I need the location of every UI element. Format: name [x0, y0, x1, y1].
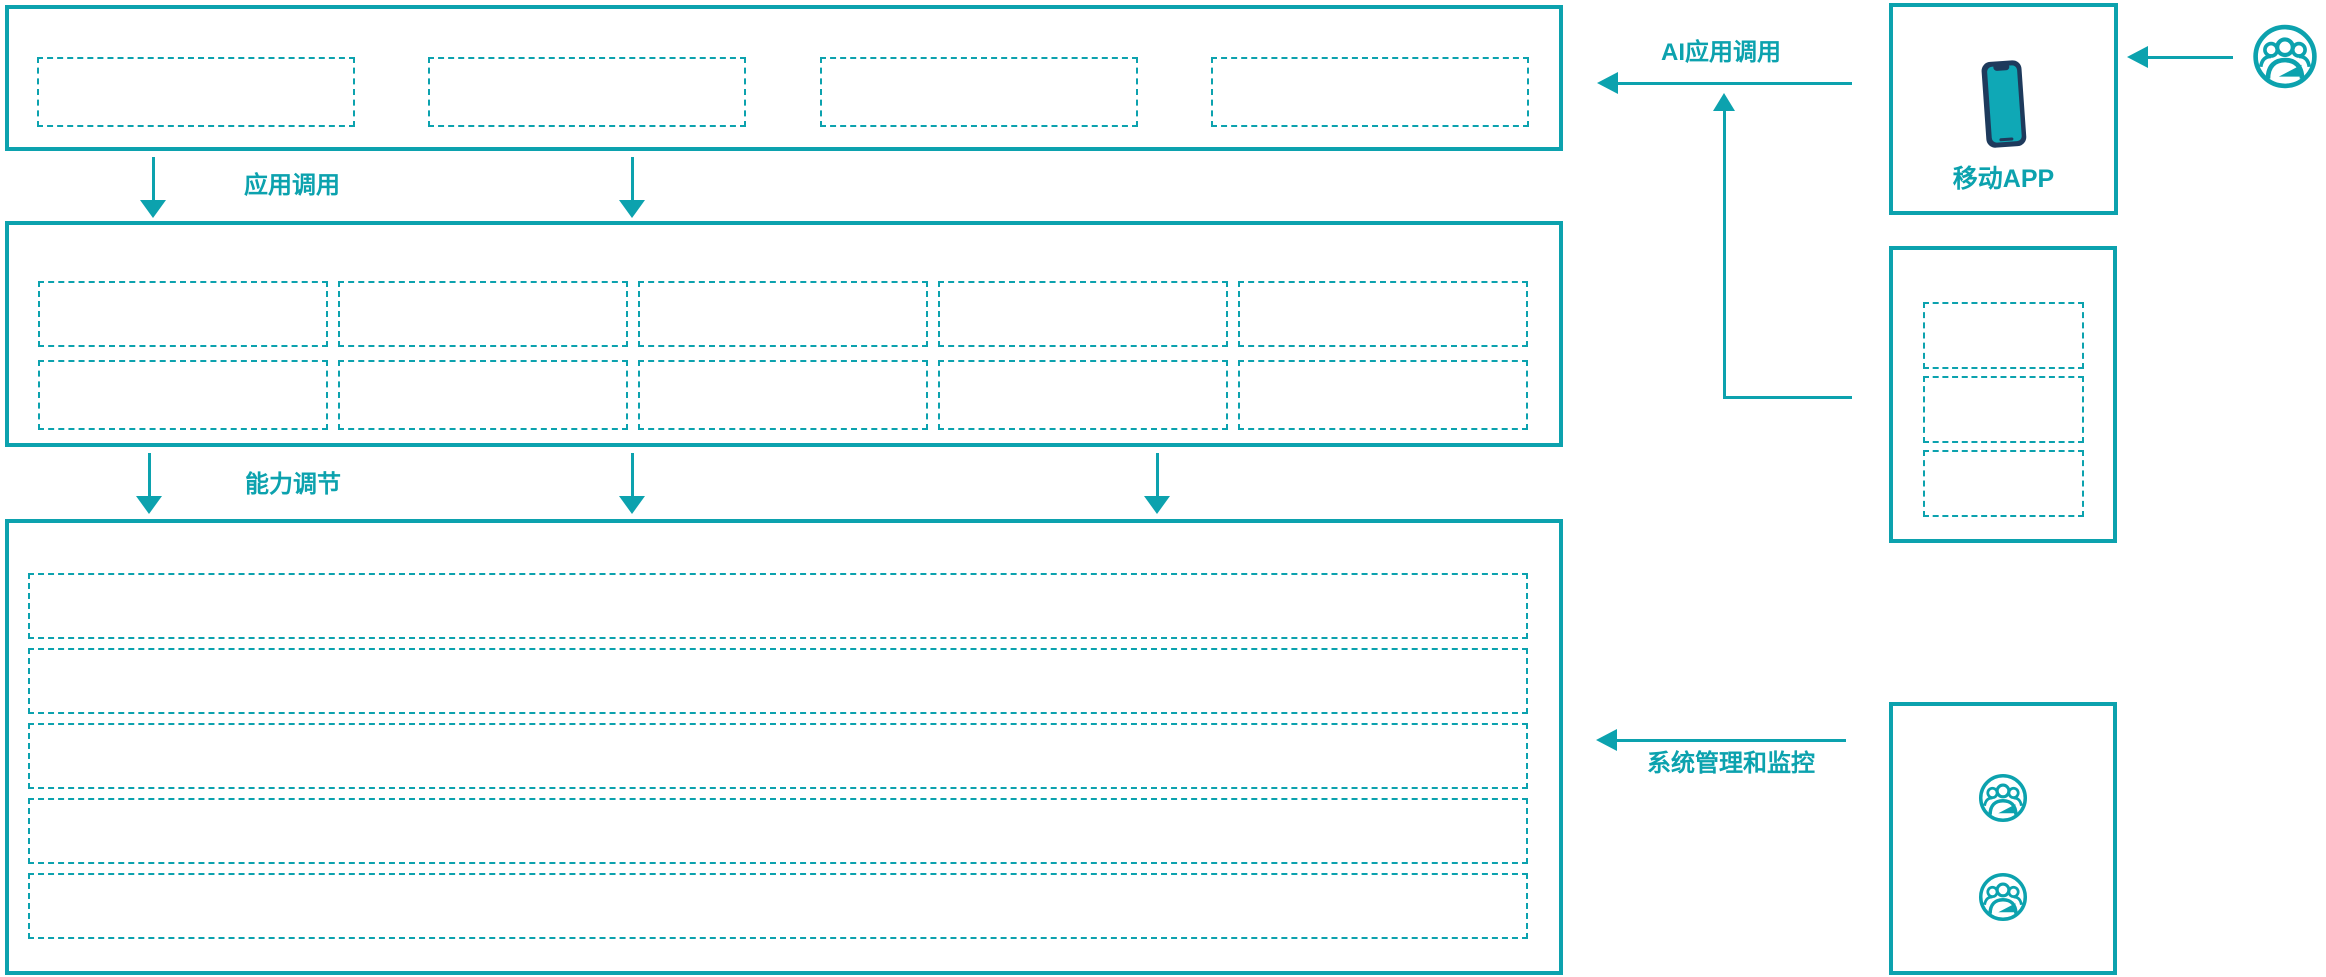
placeholder-box	[938, 281, 1228, 347]
ai-call-arrow-head	[1597, 72, 1618, 94]
placeholder-box	[819, 57, 1138, 127]
down-arrow-head	[619, 200, 645, 218]
user-arrow-shaft	[2147, 56, 2233, 59]
users-icon	[1978, 773, 2028, 823]
placeholder-box	[28, 873, 1528, 939]
device-panel-slots	[1893, 250, 2113, 517]
placeholder-box	[38, 360, 328, 430]
placeholder-box	[28, 798, 1528, 864]
capability-adjust-label: 能力调节	[245, 471, 341, 498]
placeholder-box	[1238, 360, 1528, 430]
smartphone-icon	[1981, 59, 2027, 151]
user-arrow-head	[2127, 46, 2148, 68]
app-call-label: 应用调用	[244, 172, 340, 199]
down-arrow-head	[140, 200, 166, 218]
sys-mgmt-arrow-head	[1596, 729, 1617, 751]
placeholder-box	[1923, 302, 2084, 369]
down-arrow-shaft	[148, 453, 151, 497]
admin-panel-icons	[1889, 702, 2117, 975]
down-arrow-head	[619, 496, 645, 514]
placeholder-box	[338, 360, 628, 430]
placeholder-box	[338, 281, 628, 347]
placeholder-box	[28, 573, 1528, 639]
placeholder-box	[428, 57, 747, 127]
placeholder-box	[1210, 57, 1529, 127]
placeholder-box	[1238, 281, 1528, 347]
placeholder-box	[638, 281, 928, 347]
mobile-app-label: 移动APP	[1952, 165, 2055, 193]
placeholder-box	[638, 360, 928, 430]
down-arrow-shaft	[152, 157, 155, 201]
placeholder-box	[28, 648, 1528, 714]
middle-layer-box	[5, 221, 1563, 447]
placeholder-box	[1923, 376, 2084, 443]
middle-layer-row	[38, 360, 1528, 430]
top-layer-slots	[9, 9, 1559, 127]
placeholder-box	[38, 281, 328, 347]
system-management-label: 系统管理和监控	[1647, 750, 1815, 777]
ai-app-call-label: AI应用调用	[1661, 39, 1781, 66]
device-connector-horizontal	[1723, 396, 1852, 399]
middle-layer-slots	[9, 225, 1559, 430]
down-arrow-shaft	[631, 453, 634, 497]
ai-call-arrow-shaft	[1616, 82, 1852, 85]
bottom-layer-box	[5, 519, 1563, 975]
sys-mgmt-arrow-shaft	[1615, 739, 1846, 742]
users-icon	[2252, 23, 2318, 90]
mobile-app-box: 移动APP	[1889, 3, 2118, 215]
placeholder-box	[28, 723, 1528, 789]
device-panel-box	[1889, 246, 2117, 543]
down-arrow-shaft	[1156, 453, 1159, 497]
placeholder-box	[938, 360, 1228, 430]
down-arrow-head	[1144, 496, 1170, 514]
up-arrow-head	[1713, 93, 1735, 111]
placeholder-box	[1923, 450, 2084, 517]
device-connector-vertical	[1723, 110, 1726, 399]
users-icon	[1978, 872, 2028, 922]
bottom-layer-slots	[9, 523, 1559, 939]
placeholder-box	[37, 57, 355, 127]
down-arrow-shaft	[631, 157, 634, 201]
down-arrow-head	[136, 496, 162, 514]
middle-layer-row	[38, 281, 1528, 347]
admin-panel-box	[1889, 702, 2117, 975]
top-layer-box	[5, 5, 1563, 151]
